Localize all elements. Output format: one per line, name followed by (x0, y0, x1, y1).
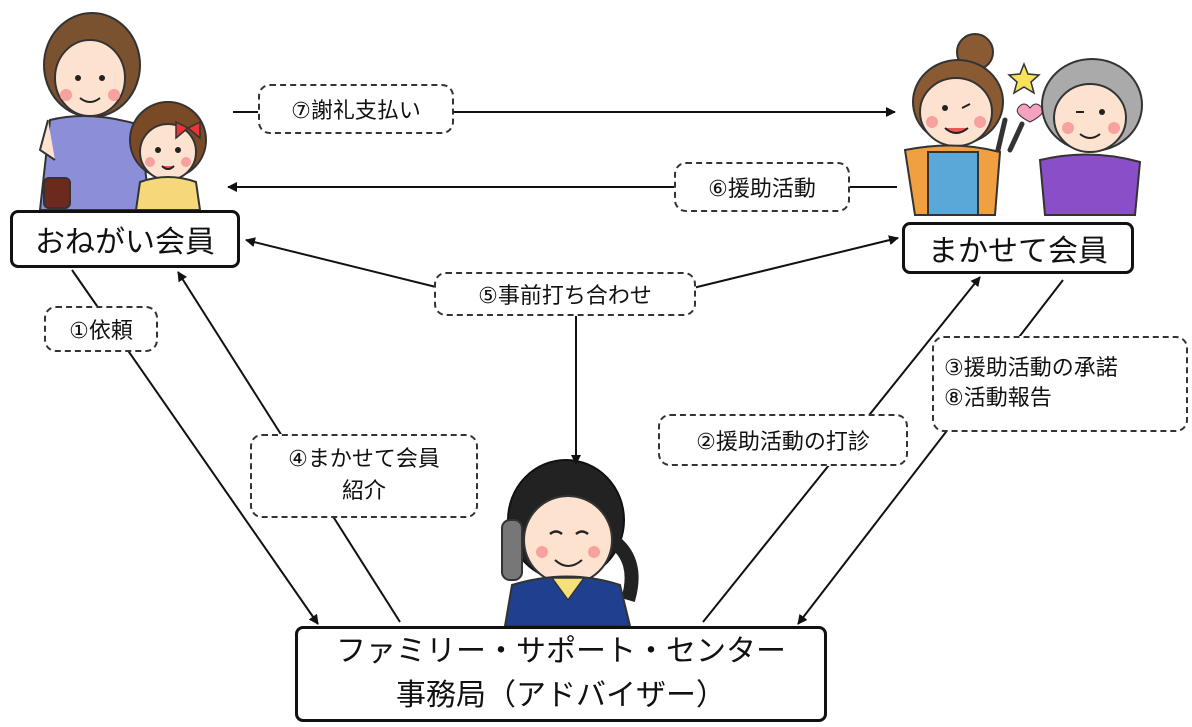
step4-label: ④まかせて会員 紹介 (250, 434, 478, 518)
step1-label: ①依頼 (44, 306, 158, 352)
requesting-member-label: おねがい会員 (35, 225, 215, 260)
support-center-box: ファミリー・サポート・センター 事務局（アドバイザー） (295, 626, 827, 722)
step4-text: ④まかせて会員 (288, 447, 440, 472)
step6-text: ⑥援助活動 (708, 177, 816, 202)
helper-member-box: まかせて会員 (902, 222, 1134, 274)
receptionist-illustration (501, 459, 639, 627)
helper-member-label: まかせて会員 (928, 234, 1108, 269)
step1-text: ①依頼 (69, 319, 133, 344)
support-center-label: ファミリー・サポート・センター (336, 634, 786, 669)
step6-label: ⑥援助活動 (674, 162, 850, 212)
requesting-member-box: おねがい会員 (10, 210, 240, 268)
step5-label: ⑤事前打ち合わせ (434, 272, 696, 316)
step7-label: ⑦謝礼支払い (258, 84, 454, 134)
step2-label: ②援助活動の打診 (658, 414, 908, 466)
step4-subtext: 紹介 (341, 479, 386, 504)
step5-text: ⑤事前打ち合わせ (478, 284, 652, 309)
arrow-step5-left (245, 237, 441, 289)
arrow-step5-right (692, 235, 899, 289)
support-center-sublabel: 事務局（アドバイザー） (396, 678, 726, 713)
helper-women-illustration (903, 33, 1143, 216)
step8-text: ⑧活動報告 (944, 386, 1052, 411)
step3-8-label: ③援助活動の承諾 ⑧活動報告 (932, 336, 1188, 432)
step7-text: ⑦謝礼支払い (291, 99, 421, 124)
step3-text: ③援助活動の承諾 (944, 356, 1118, 381)
step2-text: ②援助活動の打診 (696, 430, 870, 455)
mother-child-illustration (38, 12, 207, 211)
